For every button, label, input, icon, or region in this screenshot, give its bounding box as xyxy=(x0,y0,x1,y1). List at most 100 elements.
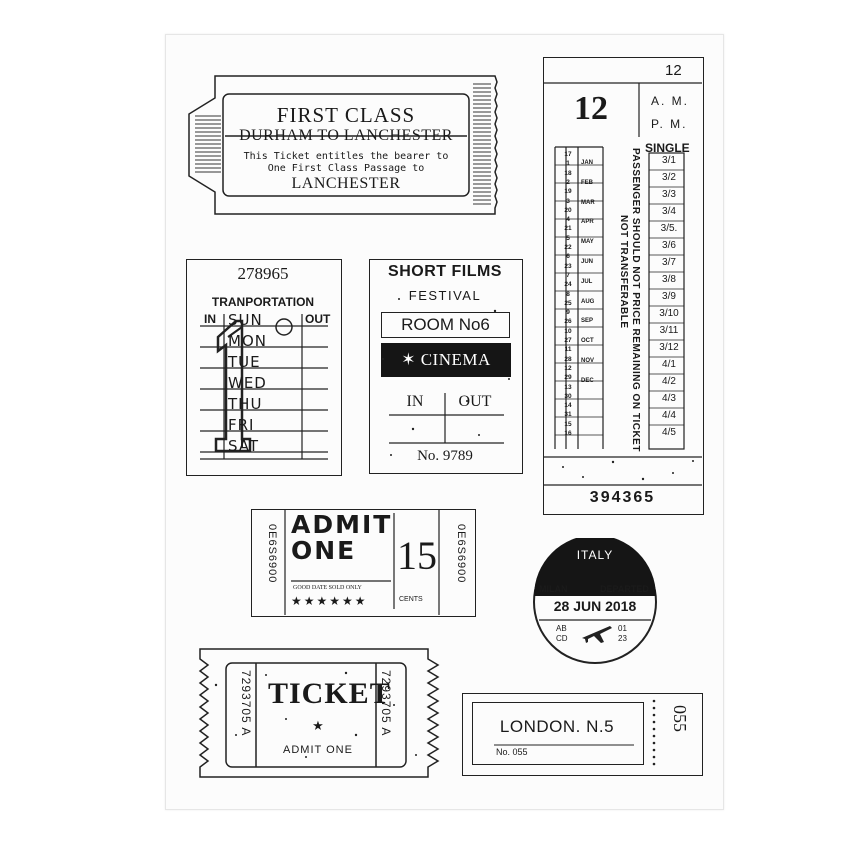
calendar-day-number: 19 xyxy=(564,188,572,196)
calendar-pm-label: P. M. xyxy=(651,117,688,131)
calendar-month: APR xyxy=(581,219,594,226)
calendar-month: JUL xyxy=(581,278,593,285)
first-class-title: FIRST CLASS xyxy=(276,103,416,127)
first-class-ticket-outline xyxy=(188,75,498,215)
calendar-month: MAR xyxy=(581,199,595,206)
calendar-month: OCT xyxy=(581,338,594,345)
calendar-fare: 3/5. xyxy=(660,223,678,234)
calendar-day-number: 25 xyxy=(564,299,572,307)
calendar-fare: 3/8 xyxy=(662,274,676,285)
calendar-fare: 3/12 xyxy=(659,342,679,353)
london-stub-number: 055 xyxy=(670,705,690,732)
calendar-code: 394365 xyxy=(589,489,656,506)
transportation-day: SUN xyxy=(228,311,263,329)
calendar-day-number: 14 xyxy=(564,402,572,410)
short-films-subtitle: FESTIVAL xyxy=(408,288,482,303)
italy-date: 28 JUN 2018 xyxy=(553,598,637,614)
calendar-fare: 3/3 xyxy=(662,189,676,200)
short-films-title: SHORT FILMS xyxy=(388,263,502,280)
calendar-month: JAN xyxy=(581,160,594,166)
calendar-day-number: 16 xyxy=(564,430,572,437)
italy-stamp xyxy=(533,538,657,664)
calendar-fare: 4/3 xyxy=(662,393,676,404)
transportation-ticket xyxy=(186,259,342,476)
short-films-cinema-banner: ✶ CINEMA xyxy=(381,343,511,377)
admit-one-serial-right: 0E6S6900 xyxy=(455,524,467,584)
transportation-day: SAT xyxy=(228,437,260,455)
transportation-grid xyxy=(200,314,328,460)
calendar-am-label: A. M. xyxy=(651,94,690,108)
calendar-day-number: 8 xyxy=(566,290,570,298)
calendar-day-number: 13 xyxy=(564,383,572,391)
clock-hole-icon xyxy=(275,318,293,336)
large-number-1-inline xyxy=(227,325,243,447)
calendar-fare: 3/9 xyxy=(662,291,676,302)
admit-one-price-unit: CENTS xyxy=(399,596,423,603)
calendar-fare: 3/4 xyxy=(662,206,676,217)
first-class-destination: LANCHESTER xyxy=(291,175,401,192)
calendar-day-number: 29 xyxy=(564,374,572,382)
calendar-day-number: 24 xyxy=(564,281,572,289)
london-number: No. 055 xyxy=(496,747,528,757)
calendar-day-number: 23 xyxy=(564,262,572,270)
transportation-day: WED xyxy=(228,374,267,392)
italy-left-code2: CD xyxy=(556,634,568,643)
first-class-route: DURHAM TO LANCHESTER xyxy=(239,127,453,144)
star-icon: ✶ xyxy=(401,350,421,369)
short-films-room: ROOM No6 xyxy=(381,312,510,338)
calendar-day-number: 30 xyxy=(564,392,572,400)
calendar-day-number: 9 xyxy=(566,309,570,317)
london-inner-frame xyxy=(472,702,644,765)
admit-one-price: 15 xyxy=(397,533,437,578)
calendar-month: DEC xyxy=(581,377,594,384)
calendar-month: JUN xyxy=(581,259,594,265)
calendar-day-number: 21 xyxy=(564,225,572,233)
short-films-number: No. 9789 xyxy=(417,448,473,464)
calendar-month: NOV xyxy=(581,358,595,364)
calendar-fare: 3/2 xyxy=(662,172,676,183)
calendar-small-number: 12 xyxy=(665,62,682,79)
calendar-day-number: 18 xyxy=(564,169,572,177)
ticket-serial-right: 7293705 A xyxy=(379,670,393,737)
admit-line1: ADMIT xyxy=(291,510,393,539)
calendar-notice-line2: NOT TRANSFERABLE xyxy=(618,215,629,329)
calendar-day-number: 7 xyxy=(566,271,570,279)
transportation-number: 278965 xyxy=(237,264,289,283)
ticket-admit: ADMIT ONE xyxy=(283,744,353,756)
calendar-day-number: 17 xyxy=(564,151,572,158)
italy-left-code1: AB xyxy=(556,624,567,633)
calendar-fare: 3/7 xyxy=(662,257,676,268)
calendar-day-number: 4 xyxy=(566,216,570,224)
airplane-icon xyxy=(582,626,612,643)
large-number-1-outline xyxy=(214,319,252,453)
admit-one-ticket xyxy=(251,509,476,617)
calendar-fare: 4/1 xyxy=(662,359,676,370)
calendar-month: FEB xyxy=(581,179,593,186)
transportation-out-label: OUT xyxy=(305,312,331,326)
italy-city: MILAN xyxy=(539,584,568,594)
transportation-day: MON xyxy=(228,332,267,350)
calendar-single-label: SINGLE xyxy=(645,141,690,155)
calendar-month: SEP xyxy=(581,318,594,325)
admit-one-frame xyxy=(284,509,440,615)
ticket-word: TICKET xyxy=(268,677,391,710)
calendar-fare: 3/6 xyxy=(662,240,676,251)
london-title: LONDON. N.5 xyxy=(499,717,615,736)
ticket-stub-outline xyxy=(198,648,440,778)
short-films-ticket xyxy=(369,259,523,474)
calendar-day-number: 5 xyxy=(566,234,570,242)
calendar-day-number: 2 xyxy=(566,178,570,186)
short-films-in-label: IN xyxy=(406,393,424,410)
calendar-day-number: 1 xyxy=(566,160,570,168)
ticket-serial-left: 7293705 A xyxy=(239,670,253,737)
first-class-ticket: FIRST CLASS DURHAM TO LANCHESTER This Ti… xyxy=(223,0,469,220)
calendar-month: MAY xyxy=(581,239,594,246)
calendar-day-number: 15 xyxy=(564,420,572,428)
admit-one-title: ADMIT ONE xyxy=(291,512,392,564)
calendar-fare: 3/10 xyxy=(659,308,679,319)
calendar-fare: 3/11 xyxy=(659,325,679,336)
calendar-ticket xyxy=(543,57,704,515)
calendar-day-number: 31 xyxy=(564,411,572,419)
calendar-ticket-grid xyxy=(543,82,702,486)
calendar-big-number: 12 xyxy=(574,90,608,127)
